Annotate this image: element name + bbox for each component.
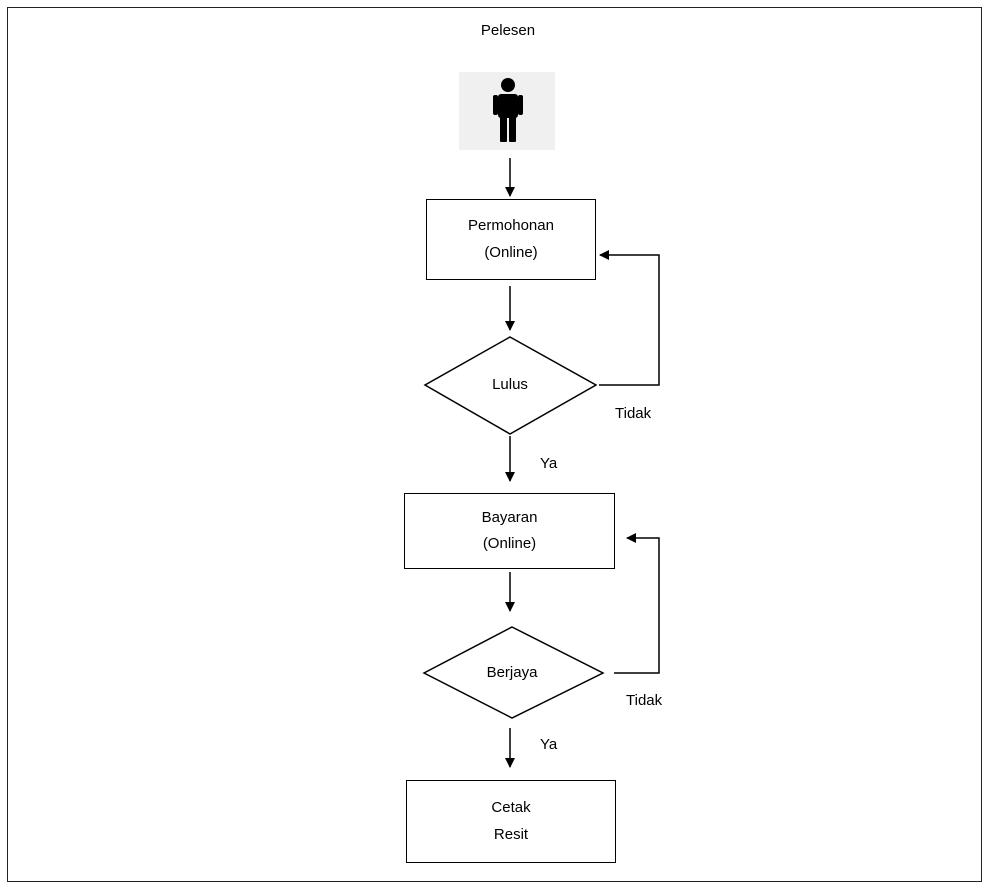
- arrow-payment-no-loop: [614, 533, 660, 674]
- arrow-approval-no-loop: [599, 250, 660, 386]
- diagram-frame: [7, 7, 982, 882]
- payment-line2: (Online): [482, 535, 537, 552]
- payment-yes-label: Ya: [540, 736, 558, 753]
- person-icon: [493, 78, 523, 142]
- process-box-receipt: Cetak Resit: [406, 780, 616, 863]
- approval-no-label: Tidak: [615, 405, 652, 422]
- approval-decision-label: Lulus: [492, 376, 528, 393]
- payment-line1: Bayaran: [481, 508, 538, 526]
- payment-decision-label: Berjaya: [486, 664, 538, 681]
- process-box-application: Permohonan (Online): [426, 199, 596, 280]
- actor-label: Pelesen: [480, 22, 536, 39]
- decision-diamond-payment: [422, 626, 605, 719]
- decision-diamond-approval: [423, 336, 598, 435]
- application-line1: Permohonan: [468, 217, 554, 235]
- application-line2: (Online): [484, 243, 538, 261]
- approval-yes-label: Ya: [540, 455, 558, 472]
- receipt-line1: Cetak: [491, 799, 531, 817]
- process-box-payment: Bayaran (Online): [404, 493, 615, 569]
- payment-no-label: Tidak: [626, 692, 663, 709]
- receipt-line2: Resit: [493, 825, 529, 843]
